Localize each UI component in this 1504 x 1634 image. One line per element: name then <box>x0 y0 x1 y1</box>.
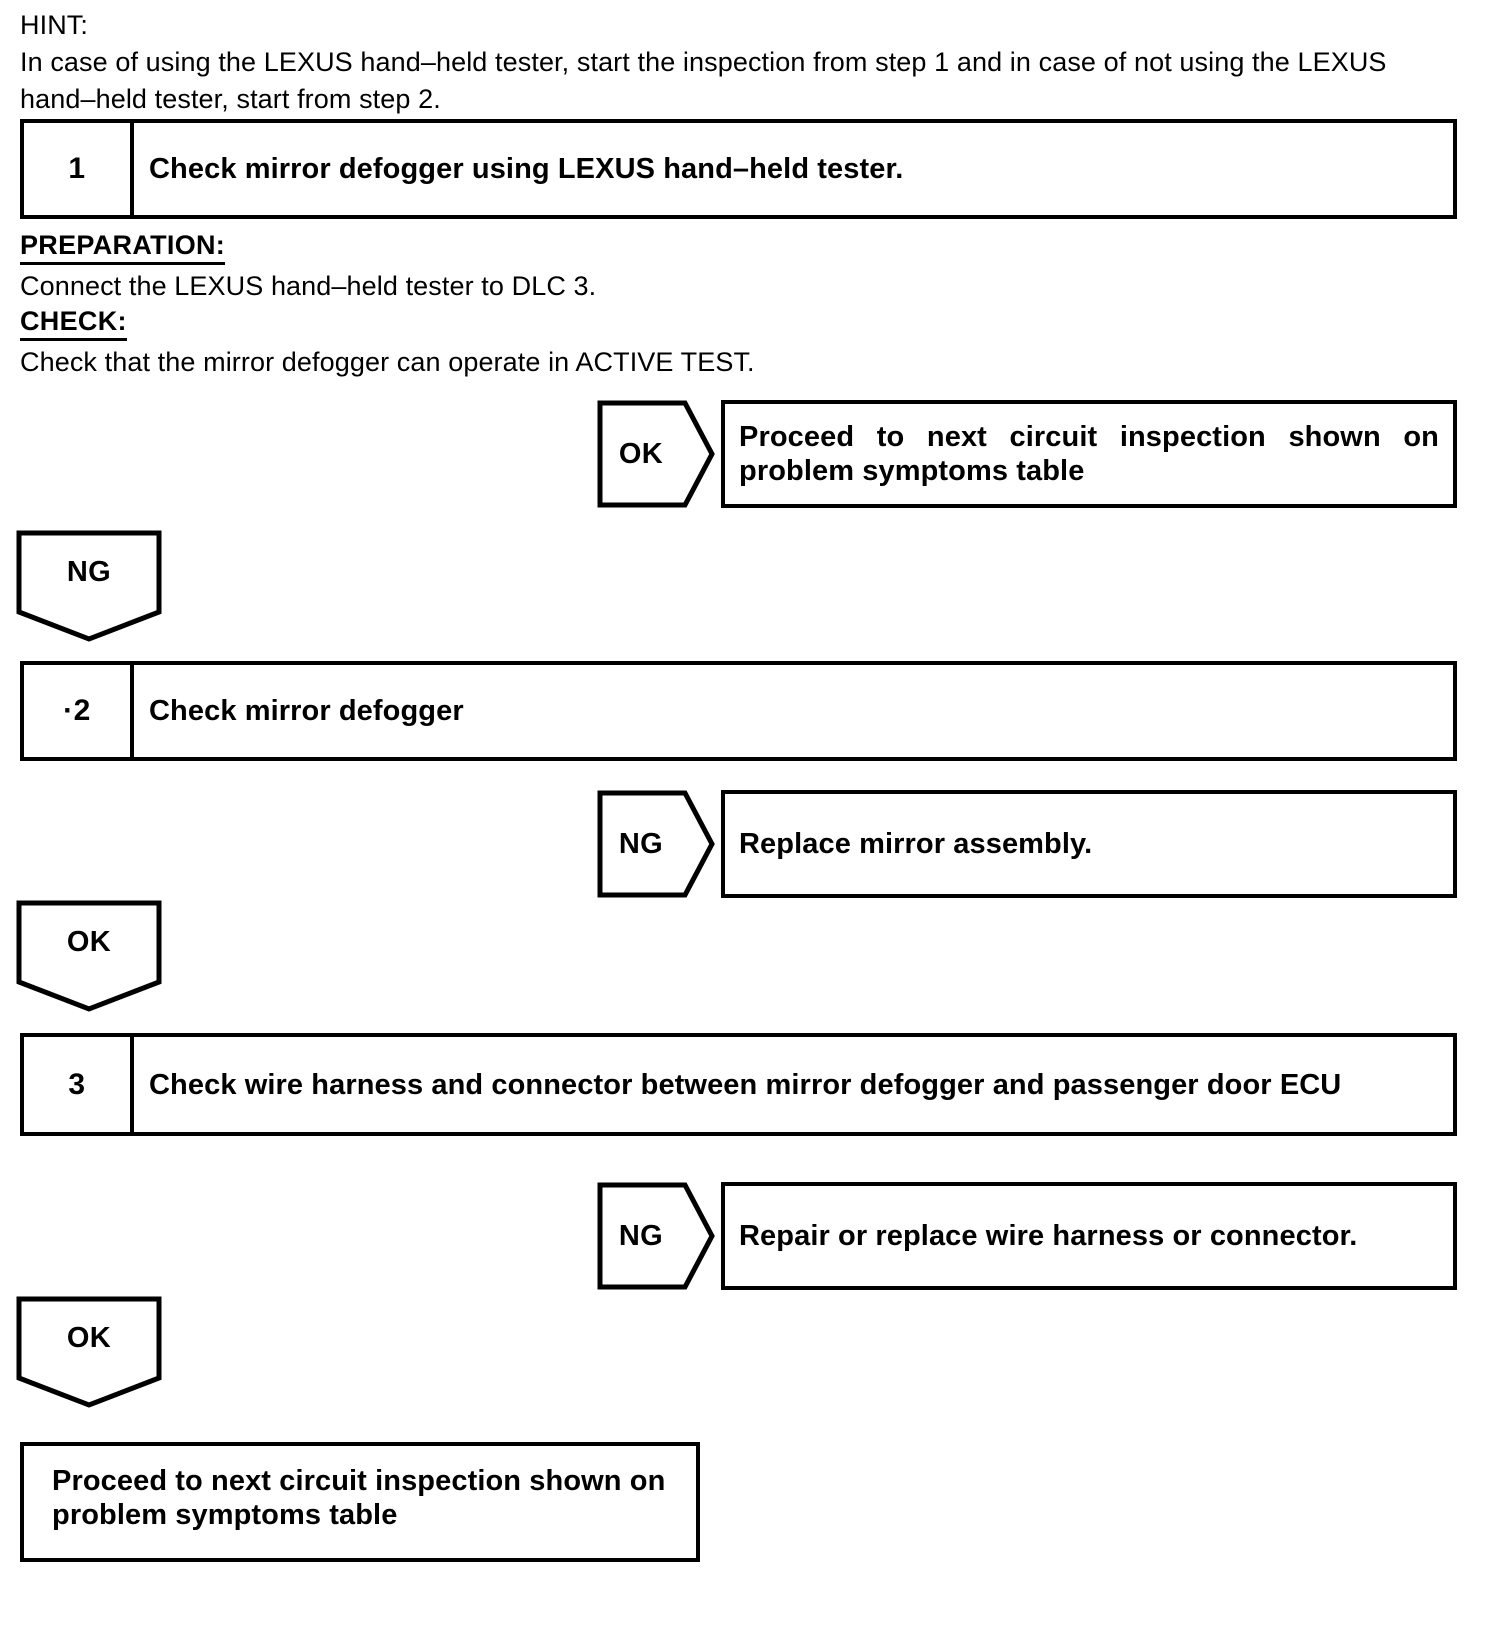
judgement-label-ng-3: NG <box>618 1219 664 1252</box>
arrow-down-icon <box>16 530 162 642</box>
hint-label: HINT: <box>20 10 88 40</box>
flow-label-ok-3: OK <box>66 1321 112 1354</box>
final-result-line-2: problem symptoms table <box>52 1499 398 1531</box>
step-title-cell-3: Check wire harness and connector between… <box>134 1037 1453 1132</box>
result-box-ng-3[interactable]: Repair or replace wire harness or connec… <box>721 1182 1457 1290</box>
step-number-1: 1 <box>68 152 86 185</box>
preparation-heading-wrap: PREPARATION: <box>20 228 1020 265</box>
judgement-arrow-ng-3: NG <box>597 1182 715 1290</box>
step-box-2[interactable]: ·2 Check mirror defogger <box>20 661 1457 761</box>
result-box-ok-1[interactable]: Proceed to next circuit inspection shown… <box>721 400 1457 508</box>
preparation-text: Connect the LEXUS hand–held tester to DL… <box>20 271 597 301</box>
step-number-2: ·2 <box>63 694 91 727</box>
step-number-3: 3 <box>68 1067 86 1101</box>
check-text: Check that the mirror defogger can opera… <box>20 347 755 377</box>
step-number-cell-1: 1 <box>24 123 134 215</box>
step-title-cell-2: Check mirror defogger <box>134 665 1453 757</box>
result-line-1: Proceed to next circuit inspection shown… <box>739 421 1439 453</box>
flow-label-ok-2: OK <box>66 925 112 958</box>
result-line-1: Repair or replace wire harness or connec… <box>739 1220 1358 1252</box>
check-heading: CHECK: <box>20 304 127 341</box>
result-text-ok-1: Proceed to next circuit inspection shown… <box>739 420 1439 488</box>
hint-block: HINT: In case of using the LEXUS hand–he… <box>20 6 1420 118</box>
flow-label-ng-1: NG <box>66 555 112 588</box>
final-result-line-1: Proceed to next circuit inspection shown… <box>52 1465 666 1497</box>
arrow-down-icon <box>16 1296 162 1408</box>
judgement-arrow-ng-2: NG <box>597 790 715 898</box>
step-title-1: Check mirror defogger using LEXUS hand–h… <box>149 153 904 185</box>
result-text-ng-2: Replace mirror assembly. <box>739 827 1092 861</box>
arrow-down-icon <box>16 900 162 1012</box>
judgement-arrow-ok-1: OK <box>597 400 715 508</box>
check-heading-wrap: CHECK: <box>20 304 1020 341</box>
step-title-cell-1: Check mirror defogger using LEXUS hand–h… <box>134 123 1453 215</box>
arrow-right-icon <box>597 790 715 898</box>
step-box-3[interactable]: 3 Check wire harness and connector betwe… <box>20 1033 1457 1136</box>
result-line-2: problem symptoms table <box>739 455 1085 487</box>
flow-arrow-ng-1: NG <box>16 530 162 642</box>
arrow-right-icon <box>597 400 715 508</box>
hint-body: In case of using the LEXUS hand–held tes… <box>20 47 1387 114</box>
result-box-ng-2[interactable]: Replace mirror assembly. <box>721 790 1457 898</box>
step-box-1[interactable]: 1 Check mirror defogger using LEXUS hand… <box>20 119 1457 219</box>
preparation-heading: PREPARATION: <box>20 228 226 265</box>
step-number-cell-3: 3 <box>24 1037 134 1132</box>
flow-arrow-ok-2: OK <box>16 900 162 1012</box>
step-number-cell-2: ·2 <box>24 665 134 757</box>
judgement-label-ok-1: OK <box>618 437 664 470</box>
final-result-box[interactable]: Proceed to next circuit inspection shown… <box>20 1442 700 1562</box>
step-title-2: Check mirror defogger <box>149 695 464 727</box>
flow-arrow-ok-3: OK <box>16 1296 162 1408</box>
result-text-ng-3: Repair or replace wire harness or connec… <box>739 1219 1357 1253</box>
step-title-3: Check wire harness and connector between… <box>149 1068 1342 1101</box>
judgement-label-ng-2: NG <box>618 827 664 860</box>
step1-detail-block: PREPARATION: Connect the LEXUS hand–held… <box>20 228 1020 380</box>
arrow-right-icon <box>597 1182 715 1290</box>
result-line-1: Replace mirror assembly. <box>739 828 1093 860</box>
